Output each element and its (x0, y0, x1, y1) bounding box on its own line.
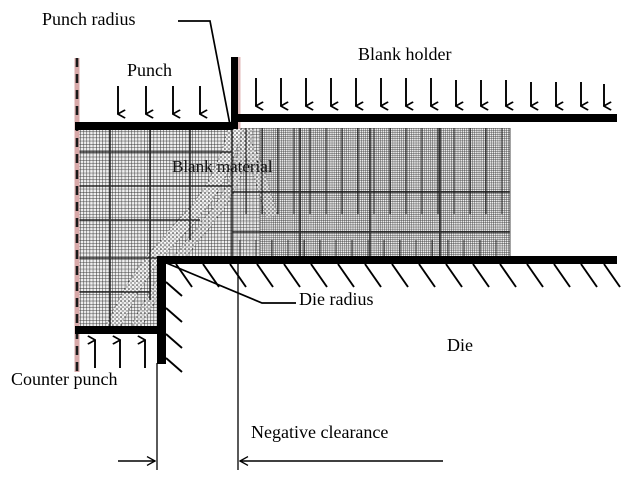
blank-holder-load-arrows (256, 78, 604, 106)
label-blank-holder: Blank holder (358, 44, 452, 64)
die-radius-leader (163, 261, 296, 304)
blank-material-mesh (75, 128, 511, 328)
label-die: Die (447, 335, 473, 355)
counter-punch-load-arrows (95, 340, 145, 368)
die-hatching (165, 263, 621, 373)
label-blank-material: Blank material (172, 157, 273, 176)
blank-holder-tool (232, 114, 617, 122)
label-die-radius: Die radius (299, 289, 374, 309)
punch-tool (75, 57, 241, 130)
die-tool (157, 256, 617, 364)
label-punch-radius: Punch radius (42, 9, 136, 29)
label-counter-punch: Counter punch (11, 369, 118, 389)
label-punch: Punch (127, 60, 172, 80)
punch-radius-leader (178, 20, 232, 131)
negative-clearance-dimension (118, 258, 443, 470)
counter-punch-tool (75, 326, 166, 334)
label-negative-clearance: Negative clearance (251, 422, 389, 442)
punch-load-arrows (118, 86, 200, 114)
